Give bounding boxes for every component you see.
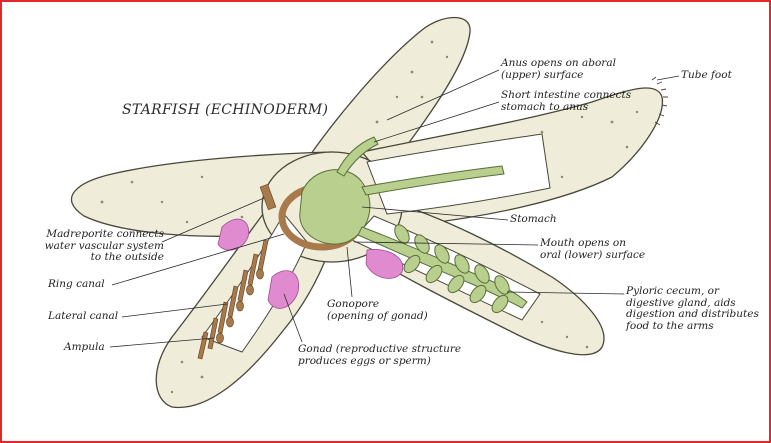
label-pyloric: Pyloric cecum, or digestive gland, aids …	[626, 286, 759, 332]
label-stomach: Stomach	[510, 214, 557, 226]
label-mouth: Mouth opens on oral (lower) surface	[540, 238, 645, 261]
label-lateral-canal: Lateral canal	[48, 311, 118, 323]
label-intestine: Short intestine connects stomach to anus	[501, 90, 631, 113]
label-tube-foot: Tube foot	[681, 70, 732, 82]
label-ring-canal: Ring canal	[48, 279, 105, 291]
label-madreporite: Madreporite connects water vascular syst…	[12, 229, 164, 264]
leader-tube-foot	[657, 76, 679, 80]
label-gonopore: Gonopore (opening of gonad)	[327, 299, 428, 322]
label-anus: Anus opens on aboral (upper) surface	[501, 58, 616, 81]
label-gonad: Gonad (reproductive structure produces e…	[298, 344, 461, 367]
label-ampula: Ampula	[64, 342, 105, 354]
diagram-title: STARFISH (ECHINODERM)	[122, 102, 328, 118]
